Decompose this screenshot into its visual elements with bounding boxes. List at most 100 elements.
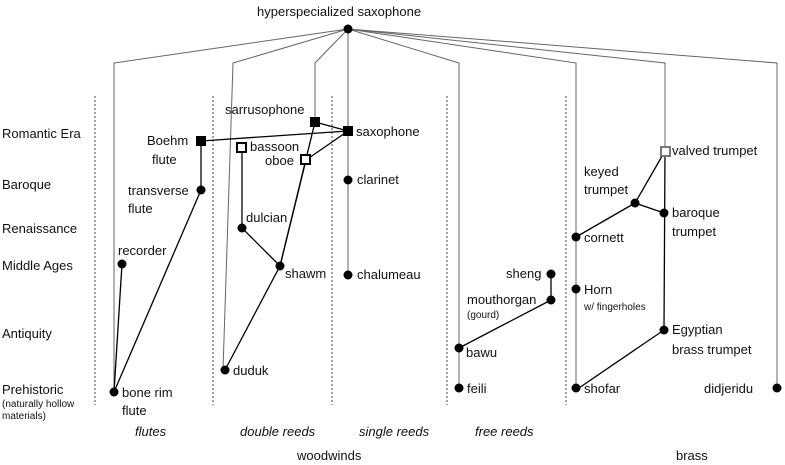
label-feili: feili: [467, 381, 487, 396]
label-sarrusophone: sarrusophone: [225, 102, 305, 117]
line-boehm-saxophone: [200, 130, 349, 142]
label-shawm: shawm: [285, 266, 326, 281]
node-duduk: [220, 365, 230, 375]
line-cornett-keyed: [575, 202, 636, 238]
label-boehm-1: Boehm: [147, 133, 188, 148]
node-root: [343, 24, 353, 34]
connector-root-cornett: [347, 28, 577, 390]
label-keyed-2: trumpet: [584, 182, 628, 197]
line-transverse-bone: [113, 189, 202, 393]
column-separators: [94, 96, 567, 405]
era-antiquity: Antiquity: [2, 326, 52, 341]
label-shofar: shofar: [584, 381, 621, 396]
node-didjeridu: [772, 383, 782, 393]
label-clarinet: clarinet: [357, 172, 399, 187]
node-baroque-trumpet: [659, 208, 669, 218]
node-feili: [454, 383, 464, 393]
label-oboe: oboe: [265, 153, 294, 168]
line-valved-egyptian: [663, 150, 666, 331]
label-boehm-2: flute: [152, 152, 177, 167]
line-recorder-bone: [113, 263, 123, 393]
connector-root-double-reeds: [222, 28, 349, 371]
era-middle-ages: Middle Ages: [2, 258, 73, 273]
node-chalumeau: [343, 270, 353, 280]
node-sheng: [546, 269, 556, 279]
lineage-lines: [113, 121, 666, 393]
label-mouthorgan: mouthorgan: [467, 292, 536, 307]
node-clarinet: [343, 175, 353, 185]
connector-root-didjeridu: [347, 28, 778, 388]
line-oboe-saxophone: [305, 130, 349, 161]
group-brass: brass: [676, 448, 708, 463]
node-bassoon: [236, 142, 247, 153]
line-sarrusophone-shawm: [279, 121, 316, 267]
nodes: [109, 24, 782, 397]
connector-root-sarrusophone: [314, 28, 349, 122]
node-valved-trumpet: [660, 146, 671, 157]
label-dulcian: dulcian: [246, 210, 287, 225]
era-romantic: Romantic Era: [2, 126, 82, 141]
label-bone-1: bone rim: [122, 385, 173, 400]
label-horn: Horn: [584, 282, 612, 297]
label-recorder: recorder: [118, 243, 167, 258]
node-shofar: [571, 383, 581, 393]
node-boehm: [196, 136, 206, 146]
root-connectors: [113, 28, 778, 392]
line-egyptian-shofar: [575, 329, 665, 391]
label-bone-2: flute: [122, 403, 147, 418]
label-sheng: sheng: [506, 266, 541, 281]
label-bawu: bawu: [466, 345, 497, 360]
connector-root-free-reeds: [347, 28, 460, 392]
node-saxophone: [343, 126, 353, 136]
node-transverse: [196, 185, 206, 195]
node-egyptian-trumpet: [659, 325, 669, 335]
connector-root-valved-trumpet: [347, 28, 666, 148]
label-valved-trumpet: valved trumpet: [672, 143, 758, 158]
category-double-reeds: double reeds: [240, 424, 316, 439]
node-keyed-trumpet: [630, 198, 640, 208]
group-woodwinds: woodwinds: [296, 448, 362, 463]
line-mouthorgan-bawu: [458, 299, 552, 349]
node-recorder: [117, 259, 127, 269]
node-horn: [571, 284, 581, 294]
era-prehistoric: Prehistoric: [2, 382, 64, 397]
label-egyptian-1: Egyptian: [672, 322, 723, 337]
label-chalumeau: chalumeau: [357, 267, 421, 282]
node-oboe: [300, 154, 311, 165]
label-horn-note: w/ fingerholes: [583, 302, 646, 313]
label-didjeridu: didjeridu: [704, 381, 753, 396]
category-flutes: flutes: [135, 424, 167, 439]
line-keyed-valved: [634, 150, 666, 204]
line-sarrusophone-saxophone: [314, 121, 349, 132]
node-sarrusophone: [310, 117, 320, 127]
label-baroque-1: baroque: [672, 205, 720, 220]
root-label: hyperspecialized saxophone: [257, 4, 421, 19]
line-shawm-duduk: [224, 265, 281, 371]
node-shawm: [275, 261, 285, 271]
line-dulcian-shawm: [241, 227, 281, 267]
category-single-reeds: single reeds: [359, 424, 430, 439]
label-keyed-1: keyed: [584, 164, 619, 179]
era-renaissance: Renaissance: [2, 221, 77, 236]
label-baroque-2: trumpet: [672, 224, 716, 239]
node-mouthorgan: [546, 295, 556, 305]
node-bawu: [454, 343, 464, 353]
line-keyed-baroque: [634, 202, 665, 214]
node-bone-rim: [109, 387, 119, 397]
era-baroque: Baroque: [2, 177, 51, 192]
era-prehistoric-note-1: (naturally hollow: [2, 399, 75, 410]
label-transverse-2: flute: [128, 201, 153, 216]
label-duduk: duduk: [233, 363, 269, 378]
label-cornett: cornett: [584, 230, 624, 245]
node-dulcian: [237, 223, 247, 233]
era-prehistoric-note-2: materials): [2, 411, 46, 422]
label-transverse-1: transverse: [128, 183, 189, 198]
label-egyptian-2: brass trumpet: [672, 342, 752, 357]
label-saxophone: saxophone: [356, 124, 420, 139]
label-gourd: (gourd): [467, 310, 499, 321]
node-cornett: [571, 232, 581, 242]
connector-root-flutes: [113, 28, 349, 392]
category-free-reeds: free reeds: [475, 424, 534, 439]
